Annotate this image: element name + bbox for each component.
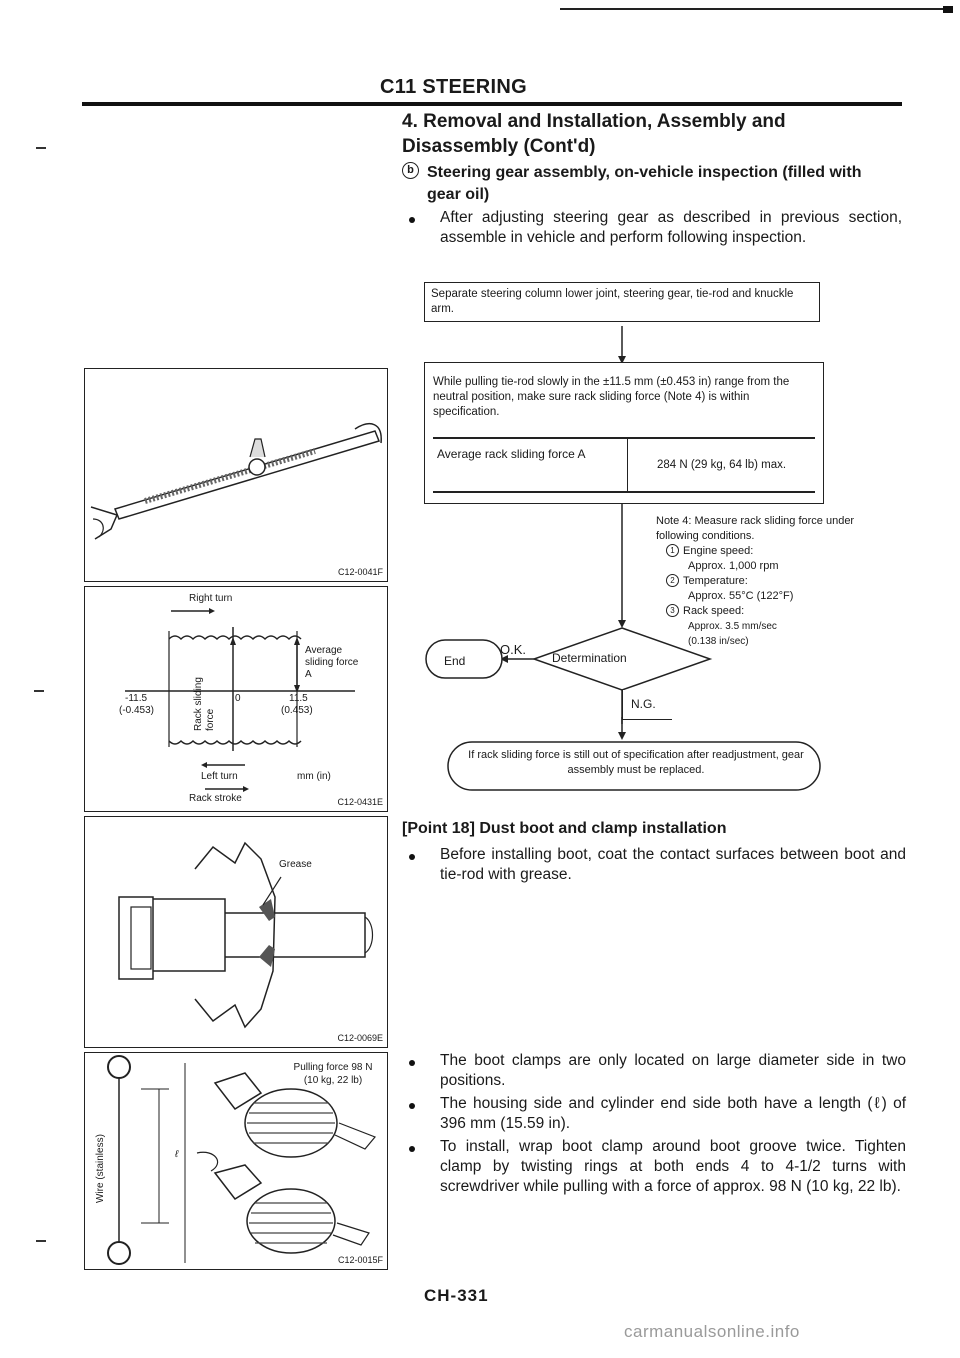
ng-result-box [447, 741, 821, 791]
figure-rack-sliding-graph: Right turn Average sliding force A Rack … [84, 586, 388, 812]
note-item-value: Approx. 3.5 mm/sec (0.138 in/sec) [688, 621, 777, 647]
x-pos-in-label: (0.453) [281, 705, 313, 716]
page-heading: 4. Removal and Installation, Assembly an… [402, 111, 786, 157]
margin-tick [34, 690, 44, 692]
spec-table: Average rack sliding force A 284 N (29 k… [433, 437, 815, 493]
tie-rod-illustration [90, 423, 382, 540]
x-neg-label: -11.5 [125, 693, 148, 704]
flowchart-lines [425, 326, 821, 791]
point-18-bullet-3: The housing side and cylinder end side b… [440, 1095, 906, 1132]
margin-tick [36, 147, 46, 149]
point-18-heading: [Point 18] Dust boot and clamp installat… [402, 820, 727, 837]
watermark: carmanualsonline.info [624, 1322, 800, 1341]
wire-label: Wire (stainless) [95, 1134, 106, 1203]
bullet-dot [409, 854, 415, 860]
y-axis-label: Rack sliding force [193, 677, 216, 731]
end-terminator [425, 639, 503, 679]
note-item-value: Approx. 1,000 rpm [688, 560, 779, 572]
bullet-dot [409, 1060, 415, 1066]
figure-boot-clamp: Pulling force 98 N (10 kg, 22 lb) Wire (… [84, 1052, 388, 1270]
average-force-label: Average sliding force A [305, 645, 359, 680]
header-rule [82, 102, 902, 106]
boot-clamp-illustration [107, 1055, 376, 1265]
measure-instruction: While pulling tie-rod slowly in the ±11.… [433, 376, 790, 418]
page-number: CH-331 [424, 1286, 489, 1305]
left-turn-label: Left turn [201, 771, 238, 782]
flow-step-separate: Separate steering column lower joint, st… [424, 282, 820, 322]
point-18-bullet-4: To install, wrap boot clamp around boot … [440, 1138, 906, 1195]
subsection-marker: b [402, 162, 419, 179]
right-turn-label: Right turn [189, 593, 233, 604]
spec-value: 284 N (29 kg, 64 lb) max. [656, 458, 787, 471]
subsection-heading: b Steering gear assembly, on-vehicle ins… [402, 162, 902, 206]
grease-label: Grease [279, 859, 312, 870]
note-item-value: Approx. 55°C (122°F) [688, 590, 794, 602]
flow-step-measure: While pulling tie-rod slowly in the ±11.… [424, 362, 824, 504]
x-neg-in-label: (-0.453) [119, 705, 155, 716]
note-4: Note 4: Measure rack sliding force under… [656, 514, 892, 649]
ok-label: O.K. [500, 642, 527, 657]
point-18-bullet-1: Before installing boot, coat the contact… [440, 846, 906, 883]
figure-boot-grease: Grease C12-0069E [84, 816, 388, 1048]
point-18-bullet-2: The boot clamps are only located on larg… [440, 1052, 906, 1089]
ng-result-text: If rack sliding force is still out of sp… [468, 749, 804, 776]
note-title: Note 4: Measure rack sliding force under… [656, 515, 855, 542]
figure-tie-rod-pull: C12-0041F [84, 368, 388, 582]
figure-id: C12-0069E [337, 1033, 383, 1043]
pulling-force-label: Pulling force 98 N (10 kg, 22 lb) [293, 1062, 373, 1086]
sliding-force-graph [125, 608, 355, 792]
end-label: End [444, 654, 466, 668]
bullet-dot [409, 1146, 415, 1152]
figure-id: C12-0041F [337, 567, 383, 577]
dust-boot-illustration [118, 841, 374, 1029]
x-axis-label: Rack stroke [189, 793, 242, 804]
top-edge-rule [560, 8, 950, 10]
figure-id: C12-0431E [337, 797, 383, 807]
figure-id: C12-0015F [337, 1255, 383, 1265]
decision-label: Determination [552, 651, 627, 665]
section-header: C11 STEERING [380, 76, 527, 98]
subsection-title: Steering gear assembly, on-vehicle inspe… [427, 164, 862, 203]
unit-label: mm (in) [297, 771, 331, 782]
margin-tick [36, 1240, 46, 1242]
ng-label: N.G. [622, 690, 672, 720]
x-pos-label: 11.5 [289, 693, 308, 704]
bullet-dot [409, 1103, 415, 1109]
top-edge-mark [943, 6, 953, 13]
spec-label: Average rack sliding force A [433, 439, 628, 491]
bullet-dot [409, 217, 415, 223]
length-symbol: ℓ [175, 1149, 179, 1160]
subsection-bullet: After adjusting steering gear as describ… [440, 209, 902, 246]
x-zero-label: 0 [235, 693, 241, 704]
